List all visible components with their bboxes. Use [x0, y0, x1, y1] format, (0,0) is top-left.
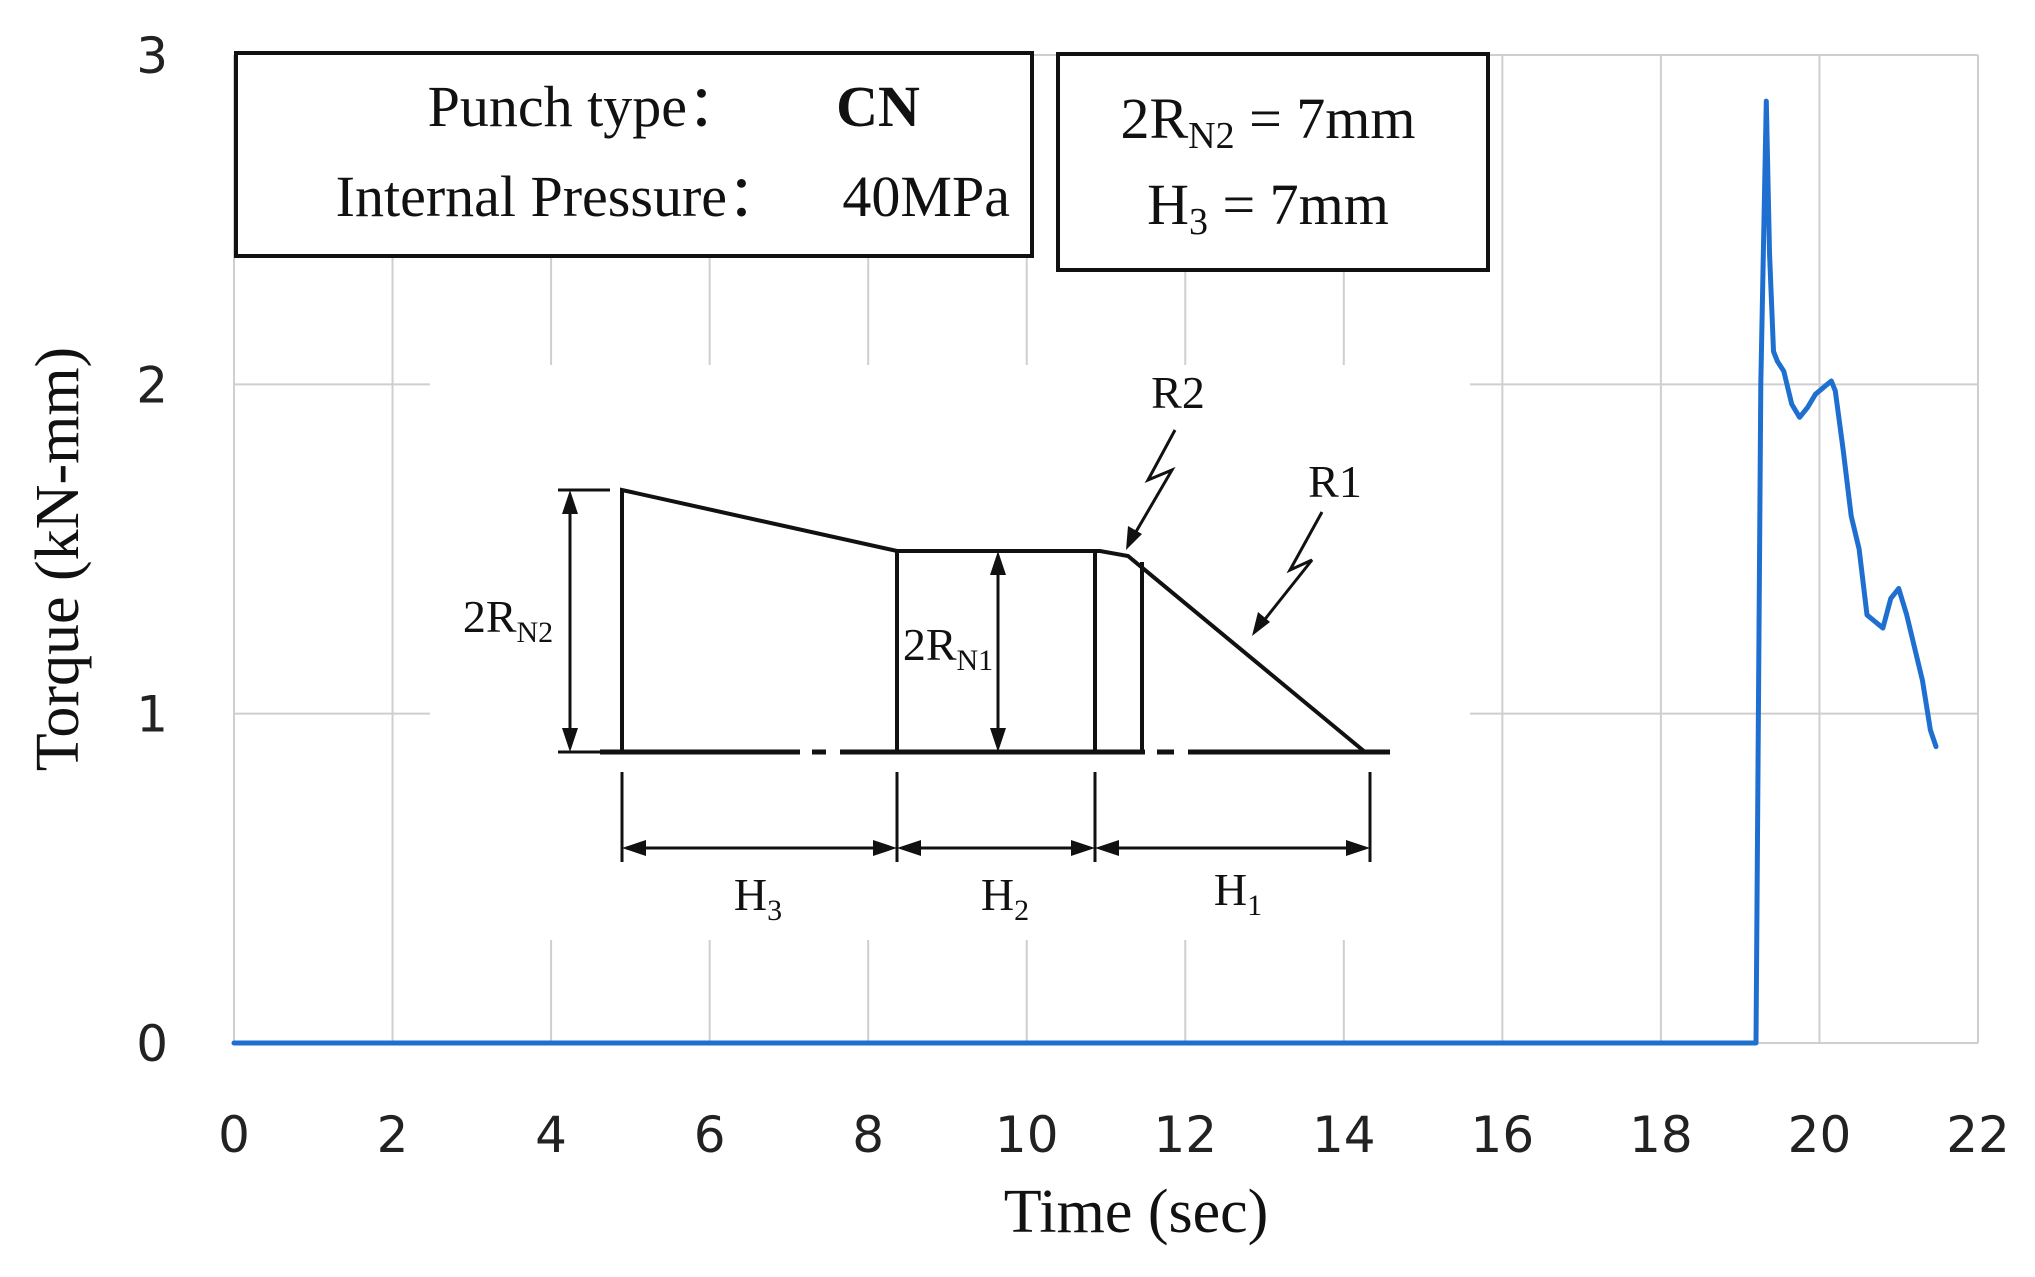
- h2-arrow-right: [1071, 840, 1095, 856]
- r2-label: R2: [1151, 367, 1205, 418]
- h3-label-sub: 3: [767, 894, 782, 927]
- h3-label: H3: [734, 869, 782, 927]
- y-tick-label: 0: [136, 1015, 168, 1073]
- r1-label: R1: [1308, 456, 1362, 507]
- x-tick-label: 0: [218, 1106, 250, 1164]
- rn1-label: 2RN1: [903, 619, 993, 677]
- rn2-dimension-value: = 7mm: [1235, 86, 1416, 151]
- x-tick-label: 10: [995, 1106, 1059, 1164]
- inset-background: [430, 365, 1470, 940]
- punch-type-label: Punch type：: [428, 74, 745, 139]
- h3-label-prefix: H: [734, 869, 767, 920]
- internal-pressure-value: 40MPa: [842, 164, 1010, 229]
- h2-label: H2: [981, 869, 1029, 927]
- y-tick-label: 3: [136, 27, 168, 85]
- x-tick-label: 16: [1471, 1106, 1535, 1164]
- internal-pressure-label: Internal Pressure：: [336, 164, 785, 229]
- rn2-dimension-prefix: 2R: [1120, 86, 1188, 151]
- x-tick-label: 12: [1153, 1106, 1217, 1164]
- x-tick-label: 18: [1629, 1106, 1693, 1164]
- y-tick-label: 2: [136, 356, 168, 414]
- rn2-arrow-top: [562, 490, 578, 514]
- h1-label-prefix: H: [1214, 864, 1247, 915]
- x-tick-label: 14: [1312, 1106, 1376, 1164]
- rn1-arrow-top: [990, 551, 1006, 575]
- series-line-0: [231, 98, 1939, 1046]
- rn1-arrow-bottom: [990, 728, 1006, 752]
- h3-dimension-value: = 7mm: [1208, 172, 1389, 237]
- annotation-box-punch-frame: [234, 51, 1034, 258]
- annotation-box-dimensions: 2RN2 = 7mm H3 = 7mm: [1056, 52, 1490, 272]
- x-axis-title: Time (sec): [1004, 1178, 1269, 1246]
- h3-dimension-prefix: H: [1147, 172, 1189, 237]
- r1-leader: [1256, 511, 1324, 629]
- h2-arrow-left: [897, 840, 921, 856]
- rn2-arrow-bottom: [562, 728, 578, 752]
- h2-label-prefix: H: [981, 869, 1014, 920]
- rn1-label-sub: N1: [957, 644, 994, 677]
- x-tick-label: 22: [1946, 1106, 2010, 1164]
- h1-arrow-left: [1095, 840, 1119, 856]
- h2-label-sub: 2: [1014, 894, 1029, 927]
- h3-dimension-sub: 3: [1189, 201, 1208, 243]
- rn2-dimension-sub: N2: [1188, 115, 1234, 157]
- y-tick-label: 1: [136, 686, 168, 744]
- rn2-dimension-text: 2RN2 = 7mm: [1120, 86, 1415, 157]
- h3-arrow-right: [873, 840, 897, 856]
- h3-dimension-text: H3 = 7mm: [1147, 172, 1389, 243]
- x-tick-label: 2: [377, 1106, 409, 1164]
- rn2-label: 2RN2: [463, 591, 553, 649]
- x-tick-label: 8: [852, 1106, 884, 1164]
- y-axis-title: Torque (kN-mm): [24, 347, 92, 771]
- h1-label: H1: [1214, 864, 1262, 922]
- rn2-label-sub: N2: [517, 616, 554, 649]
- annotation-box-dimensions-frame: [1056, 52, 1490, 272]
- x-tick-label: 6: [694, 1106, 726, 1164]
- r1-leader-arrow: [1252, 612, 1270, 636]
- h1-label-sub: 1: [1247, 889, 1262, 922]
- punch-outline: [620, 487, 1367, 754]
- series-layer: [231, 98, 1939, 1046]
- rn2-label-prefix: 2R: [463, 591, 517, 642]
- x-tick-label: 20: [1788, 1106, 1852, 1164]
- annotation-box-punch: Punch type： CN Internal Pressure： 40MPa: [234, 51, 1034, 258]
- h3-arrow-left: [622, 840, 646, 856]
- x-tick-label: 4: [535, 1106, 567, 1164]
- r2-leader-arrow: [1126, 526, 1142, 550]
- punch-type-value: CN: [836, 74, 920, 139]
- r2-leader: [1128, 429, 1177, 543]
- rn1-label-prefix: 2R: [903, 619, 957, 670]
- h1-arrow-right: [1346, 840, 1370, 856]
- punch-profile-diagram: R2 R1 2RN2 2RN1 H3 H2 H1: [430, 365, 1470, 940]
